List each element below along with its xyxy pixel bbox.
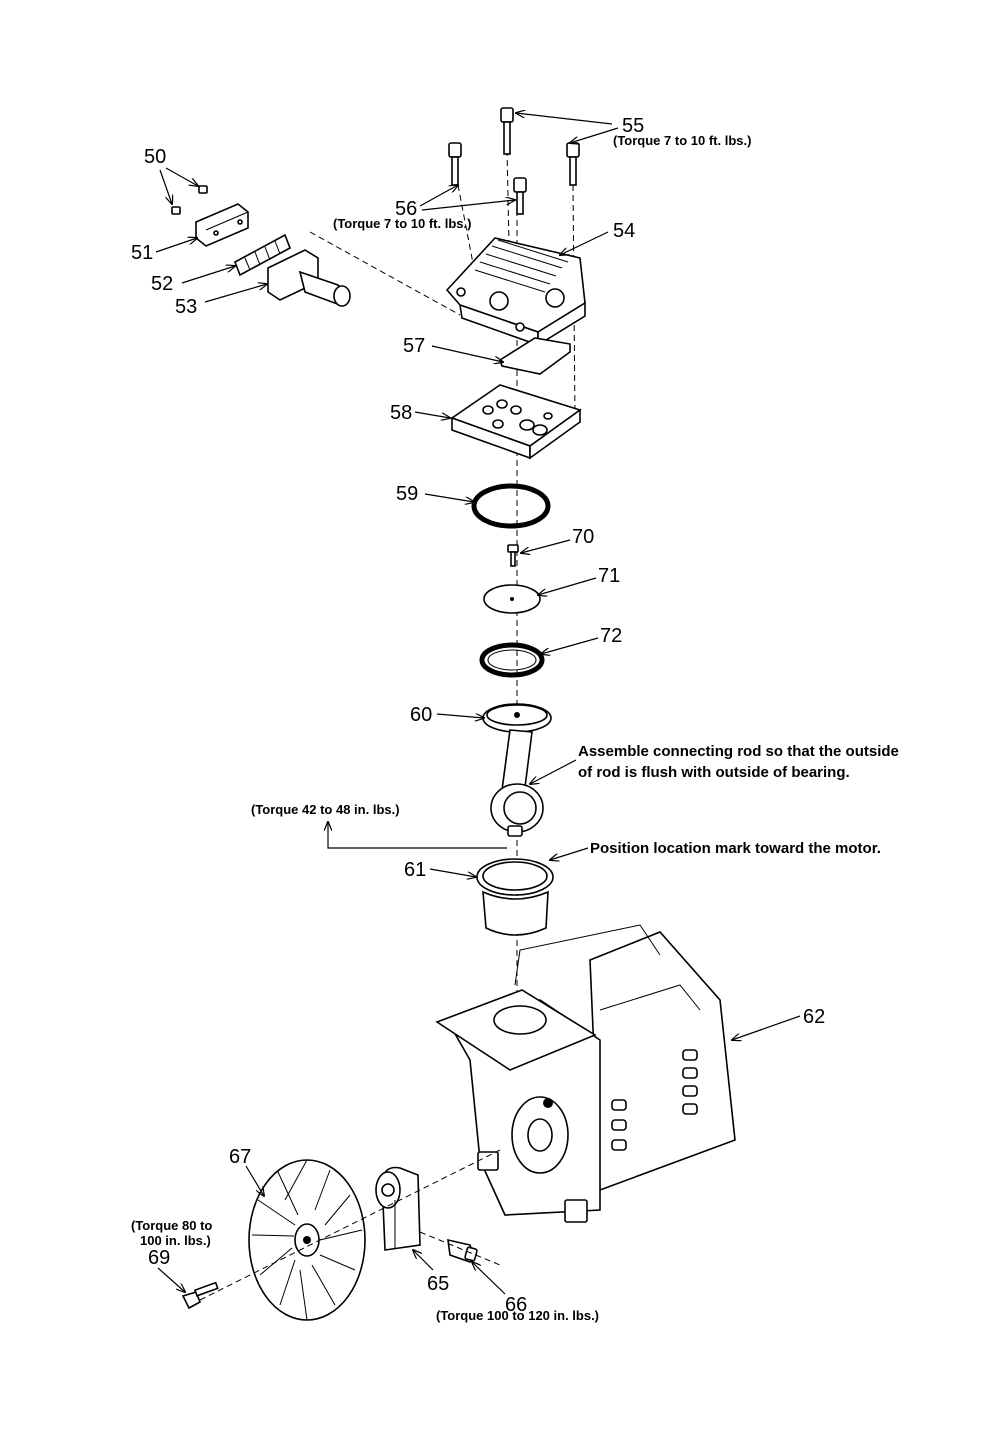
torque-note-69-line1: (Torque 80 to (131, 1218, 212, 1233)
callout-54: 54 (613, 220, 635, 242)
callout-65: 65 (427, 1273, 449, 1295)
callout-69: 69 (148, 1247, 170, 1269)
callout-51: 51 (131, 242, 153, 264)
motor-crankcase-62 (435, 924, 736, 1223)
eccentric-65 (375, 1166, 421, 1251)
fan-bolt-69 (181, 1281, 219, 1310)
head-gasket-57 (499, 337, 571, 375)
callout-71: 71 (598, 565, 620, 587)
cylinder-head-54 (445, 237, 586, 347)
head-bolt-55-right (566, 142, 580, 186)
callout-53: 53 (175, 296, 197, 318)
bearing-sleeve-61 (476, 858, 554, 936)
valve-plate-58 (450, 384, 582, 460)
location-mark-note: Position location mark toward the motor. (590, 840, 881, 857)
piston-ring-72 (479, 642, 545, 678)
torque-note-56: (Torque 7 to 10 ft. lbs.) (333, 216, 471, 231)
callout-57: 57 (403, 335, 425, 357)
callout-72: 72 (600, 625, 622, 647)
screw-66-axis (419, 1231, 501, 1266)
callout-56: 56 (395, 198, 417, 220)
o-ring-59 (471, 483, 551, 529)
callout-70: 70 (572, 526, 594, 548)
retainer-disc-71 (483, 584, 541, 614)
filter-element-52 (234, 233, 291, 277)
callout-52: 52 (151, 273, 173, 295)
torque-note-55: (Torque 7 to 10 ft. lbs.) (613, 133, 751, 148)
leader-lines (155, 113, 801, 1295)
callout-55: 55 (622, 115, 644, 137)
fan-axis (199, 1149, 501, 1301)
cooling-fan-67 (248, 1159, 366, 1321)
torque-note-rod: (Torque 42 to 48 in. lbs.) (251, 802, 400, 817)
filter-cover-51 (195, 203, 249, 247)
rod-assembly-note-line1: Assemble connecting rod so that the outs… (578, 743, 899, 760)
callout-66: 66 (505, 1294, 527, 1316)
bolt-axis-center (506, 149, 511, 291)
head-bolt-56-left (448, 142, 462, 186)
callout-60: 60 (410, 704, 432, 726)
torque-note-69-line2: 100 in. lbs.) (140, 1233, 211, 1248)
connecting-rod-60 (482, 703, 552, 837)
rod-assembly-note-line2: of rod is flush with outside of bearing. (578, 764, 850, 781)
filter-housing-53 (267, 249, 351, 307)
filter-screws-50 (171, 185, 208, 215)
head-bolt-55-center (500, 107, 514, 155)
callout-59: 59 (396, 483, 418, 505)
callout-61: 61 (404, 859, 426, 881)
set-screw-66 (447, 1238, 478, 1263)
filter-axis (309, 231, 461, 316)
callout-50: 50 (144, 146, 166, 168)
callout-58: 58 (390, 402, 412, 424)
callout-67: 67 (229, 1146, 251, 1168)
torque-note-66: (Torque 100 to 120 in. lbs.) (436, 1308, 599, 1323)
bolt-axis-right (572, 184, 576, 421)
screw-70 (507, 544, 519, 567)
head-bolt-56-center (513, 177, 527, 215)
callout-62: 62 (803, 1006, 825, 1028)
